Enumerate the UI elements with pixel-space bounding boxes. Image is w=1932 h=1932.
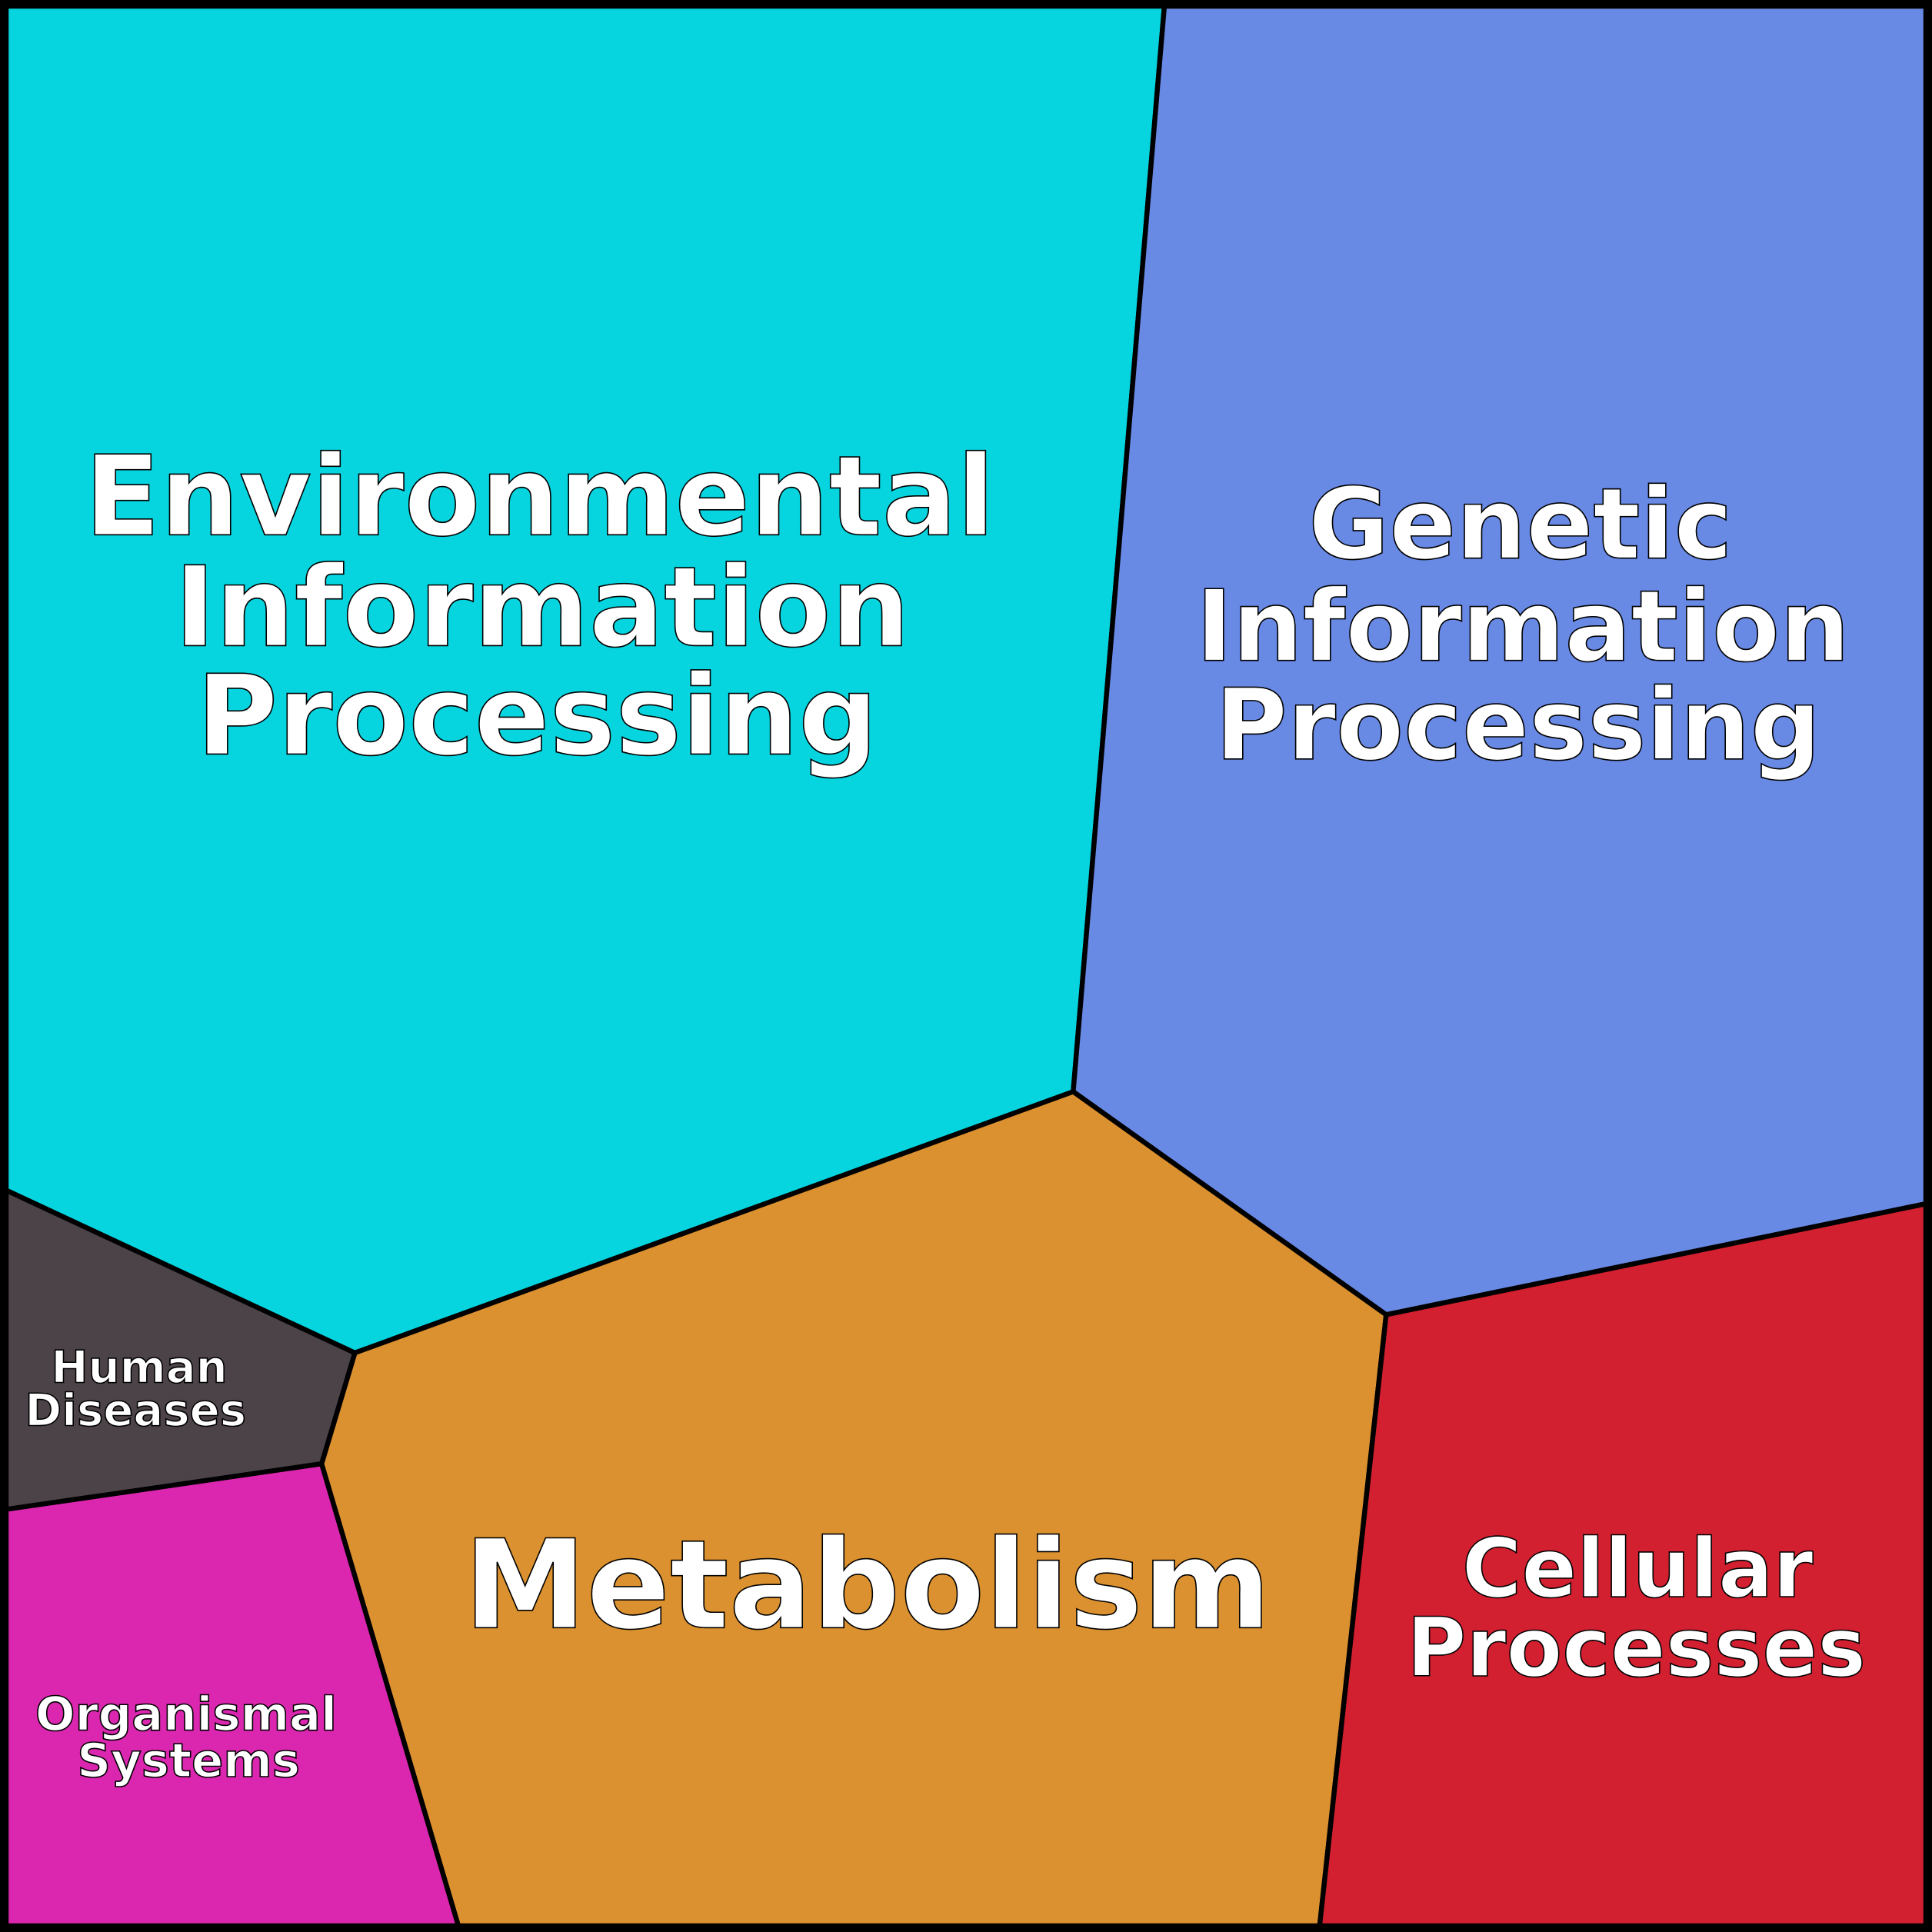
label-cellular-2: Processes: [1407, 1601, 1866, 1695]
label-human-1: Human: [51, 1341, 227, 1393]
label-metabolism: Metabolism: [464, 1513, 1271, 1657]
label-environmental-3: Processing: [197, 651, 878, 781]
label-cellular-1: Cellular: [1462, 1521, 1814, 1616]
label-genetic-2: Information: [1196, 570, 1850, 685]
label-genetic-1: Genetic: [1308, 468, 1732, 582]
label-organismal-2: Systems: [77, 1734, 300, 1788]
label-environmental-2: Information: [175, 543, 911, 672]
label-environmental-1: Environmental: [85, 432, 995, 561]
label-human-2: Diseases: [25, 1384, 246, 1437]
label-organismal-1: Organismal: [35, 1687, 337, 1741]
label-genetic-3: Processing: [1215, 668, 1821, 783]
